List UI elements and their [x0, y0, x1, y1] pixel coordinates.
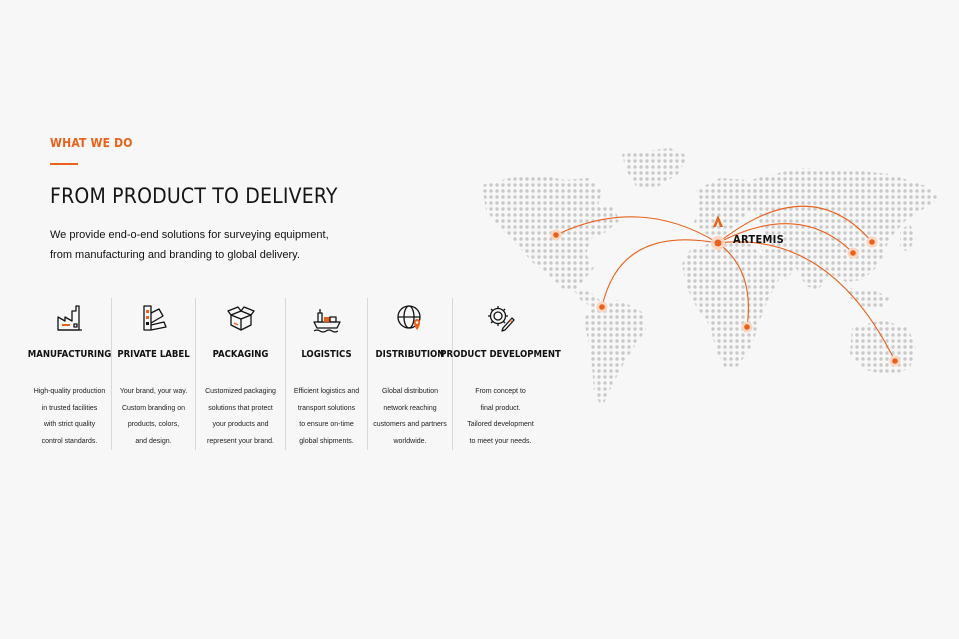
- service-text-line: Tailored development: [467, 421, 534, 428]
- route-north-america: [555, 216, 719, 244]
- service-text-line: Global distribution: [381, 388, 438, 395]
- service-private-label: PRIVATE LABEL Your brand, your way. Cust…: [111, 298, 195, 450]
- gear-pencil-icon: [486, 303, 516, 333]
- route-southern-africa: [717, 242, 749, 328]
- service-text-line: with strict quality: [43, 421, 96, 428]
- service-description: High-quality production in trusted facil…: [34, 384, 106, 450]
- cargo-ship-icon: [312, 303, 342, 333]
- service-text-line: to meet your needs.: [469, 437, 532, 445]
- hub-marker: [711, 236, 725, 250]
- route-arcs: [555, 205, 896, 362]
- service-logistics: LOGISTICS Efficient logistics and transp…: [285, 298, 367, 450]
- service-description: Your brand, your way. Custom branding on…: [120, 384, 187, 450]
- service-text-line: control standards.: [41, 437, 98, 445]
- service-description: Global distribution network reaching cus…: [373, 384, 447, 450]
- service-text-line: worldwide.: [393, 437, 427, 445]
- service-text-line: global shipments.: [299, 437, 354, 445]
- route-east-asia: [717, 205, 873, 244]
- marker-australia: [889, 355, 901, 367]
- service-description: From concept to final product. Tailored …: [467, 384, 534, 450]
- service-text-line: transport solutions: [297, 404, 356, 412]
- service-description: Customized packaging solutions that prot…: [205, 384, 276, 450]
- service-name: MANUFACTURING: [27, 349, 112, 360]
- description-line: We provide end-o-end solutions for surve…: [50, 229, 329, 241]
- marker-east-asia: [866, 236, 878, 248]
- world-map: [482, 148, 940, 408]
- service-manufacturing: MANUFACTURING High-quality production in…: [28, 298, 111, 450]
- brand-label: ARTEMIS: [733, 233, 785, 246]
- route-australia: [717, 241, 896, 362]
- continent-greenland: [622, 148, 688, 188]
- marker-central-asia: [847, 247, 859, 259]
- service-name: DISTRIBUTION: [375, 349, 445, 360]
- service-name: PRIVATE LABEL: [117, 349, 190, 360]
- service-text-line: final product.: [480, 404, 521, 412]
- color-swatch-icon: [139, 303, 169, 333]
- globe-pin-icon: [395, 303, 425, 333]
- marker-southern-africa: [741, 321, 753, 333]
- service-distribution: DISTRIBUTION Global distribution network…: [367, 298, 452, 450]
- service-name: PACKAGING: [212, 349, 269, 360]
- marker-north-america: [550, 229, 562, 241]
- service-text-line: in trusted facilities: [41, 404, 98, 412]
- eyebrow-underline: [50, 163, 78, 165]
- service-text-line: Custom branding on: [121, 404, 186, 412]
- continent-africa: [682, 240, 780, 370]
- description-line: from manufacturing and branding to globa…: [50, 248, 300, 261]
- continent-europe: [694, 178, 762, 238]
- open-box-icon: [226, 303, 256, 333]
- continent-japan: [900, 224, 916, 252]
- service-name: PRODUCT DEVELOPMENT: [440, 349, 561, 360]
- marker-south-america: [596, 301, 608, 313]
- section-description: We provide end-o-end solutions for surve…: [50, 226, 350, 265]
- services-row: MANUFACTURING High-quality production in…: [28, 298, 561, 450]
- service-product-development: PRODUCT DEVELOPMENT From concept to fina…: [440, 298, 561, 450]
- service-text-line: From concept to: [475, 388, 526, 395]
- continent-asia: [750, 168, 940, 290]
- continent-arabia: [760, 246, 796, 280]
- continents: [482, 148, 940, 408]
- service-text-line: represent your brand.: [207, 437, 274, 445]
- continent-south-america: [584, 300, 646, 408]
- service-packaging: PACKAGING Customized packaging solutions…: [195, 298, 285, 450]
- service-text-line: solutions that protect: [208, 404, 273, 412]
- factory-icon: [55, 303, 85, 333]
- route-markers: [550, 215, 901, 367]
- service-name: LOGISTICS: [301, 349, 352, 360]
- route-south-america: [601, 239, 719, 308]
- service-text-line: your products and: [212, 421, 269, 428]
- service-text-line: and design.: [135, 437, 172, 445]
- service-description: Efficient logistics and transport soluti…: [294, 384, 359, 450]
- service-text-line: to ensure on-time: [299, 421, 354, 428]
- service-text-line: Efficient logistics and: [293, 388, 360, 395]
- continent-australia: [850, 320, 916, 376]
- section-eyebrow: WHAT WE DO: [50, 136, 133, 150]
- service-text-line: Your brand, your way.: [119, 388, 188, 395]
- route-central-asia: [717, 223, 854, 254]
- section-title: FROM PRODUCT TO DELIVERY: [50, 184, 338, 208]
- service-text-line: High-quality production: [33, 388, 106, 395]
- artemis-logo-icon: [713, 215, 723, 227]
- service-text-line: network reaching: [383, 404, 437, 412]
- service-text-line: customers and partners: [373, 421, 447, 428]
- service-text-line: Customized packaging: [205, 388, 276, 395]
- service-text-line: products, colors,: [127, 421, 180, 428]
